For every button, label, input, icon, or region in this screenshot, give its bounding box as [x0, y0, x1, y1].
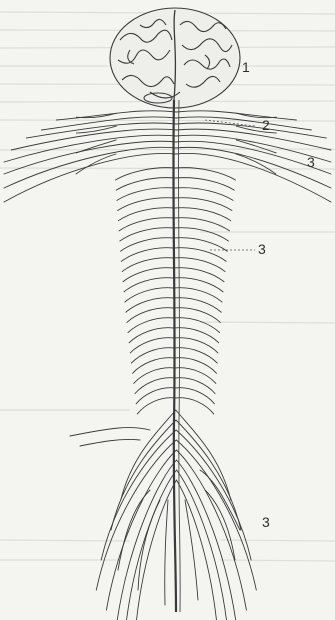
nerve-branch — [116, 168, 176, 180]
nerve-branch — [176, 129, 331, 150]
nerve-branch — [56, 111, 176, 120]
nerve-branch — [118, 198, 175, 211]
nerve-branch — [236, 140, 276, 153]
nerve-branch — [121, 410, 176, 500]
nerve-branch — [175, 178, 234, 191]
nerve-branch — [101, 430, 176, 560]
nerve-branch — [119, 218, 174, 231]
nerve-branch — [136, 388, 175, 404]
nerve-branch — [176, 470, 226, 620]
nerve-branch — [205, 490, 235, 560]
label-cranial-nerves: 2 — [262, 118, 270, 132]
nerve-branch — [26, 123, 176, 138]
label-nerves-lower: 3 — [262, 515, 270, 529]
nerve-branch — [185, 500, 198, 600]
nerve-branch — [121, 248, 173, 262]
nerve-branch — [121, 238, 174, 252]
label-brain: 1 — [242, 60, 250, 74]
nerve-branch — [175, 208, 231, 221]
nerve-branch — [118, 490, 150, 570]
label-nerves-upper: 3 — [307, 155, 315, 169]
nerve-branch — [80, 439, 140, 446]
nerve-branch — [176, 168, 236, 180]
nerve-branch — [174, 238, 227, 252]
nerve-branch — [175, 388, 214, 404]
nerve-branch — [165, 500, 168, 605]
nerve-branch — [111, 420, 176, 530]
nerve-branch — [120, 228, 174, 241]
nerve-branch — [117, 188, 175, 201]
spinal-cord — [173, 100, 176, 612]
nerve-branch — [136, 480, 176, 620]
nerve-branch — [138, 500, 160, 590]
nerve-branch — [118, 208, 174, 221]
nerve-branch — [174, 228, 228, 241]
nerve-branch — [174, 258, 225, 272]
nerve-branch — [70, 428, 150, 436]
nerve-branch — [176, 111, 296, 120]
nerve-branch — [175, 368, 216, 384]
nerve-branch — [174, 218, 229, 231]
nerve-branch — [135, 378, 175, 394]
spinal-cord-edge — [178, 100, 180, 612]
nerve-branch — [176, 398, 214, 414]
nerve-branch — [116, 178, 175, 191]
nerve-branch — [123, 268, 174, 282]
nerve-branch — [175, 198, 232, 211]
nerve-branch — [4, 147, 176, 188]
nerve-branch — [122, 258, 173, 272]
nerve-branch — [175, 188, 233, 201]
nerve-branch — [176, 430, 251, 560]
nerve-branch — [175, 358, 217, 374]
nerve-branches — [4, 111, 331, 620]
nerve-branch — [4, 153, 176, 202]
brain-drawing — [110, 8, 240, 108]
nerve-branch — [236, 154, 276, 174]
label-leader-lines — [205, 120, 255, 250]
nerve-branch — [174, 268, 225, 282]
label-nerves-mid: 3 — [258, 242, 266, 256]
nerve-branch — [137, 398, 175, 414]
nerve-branch — [175, 378, 215, 394]
